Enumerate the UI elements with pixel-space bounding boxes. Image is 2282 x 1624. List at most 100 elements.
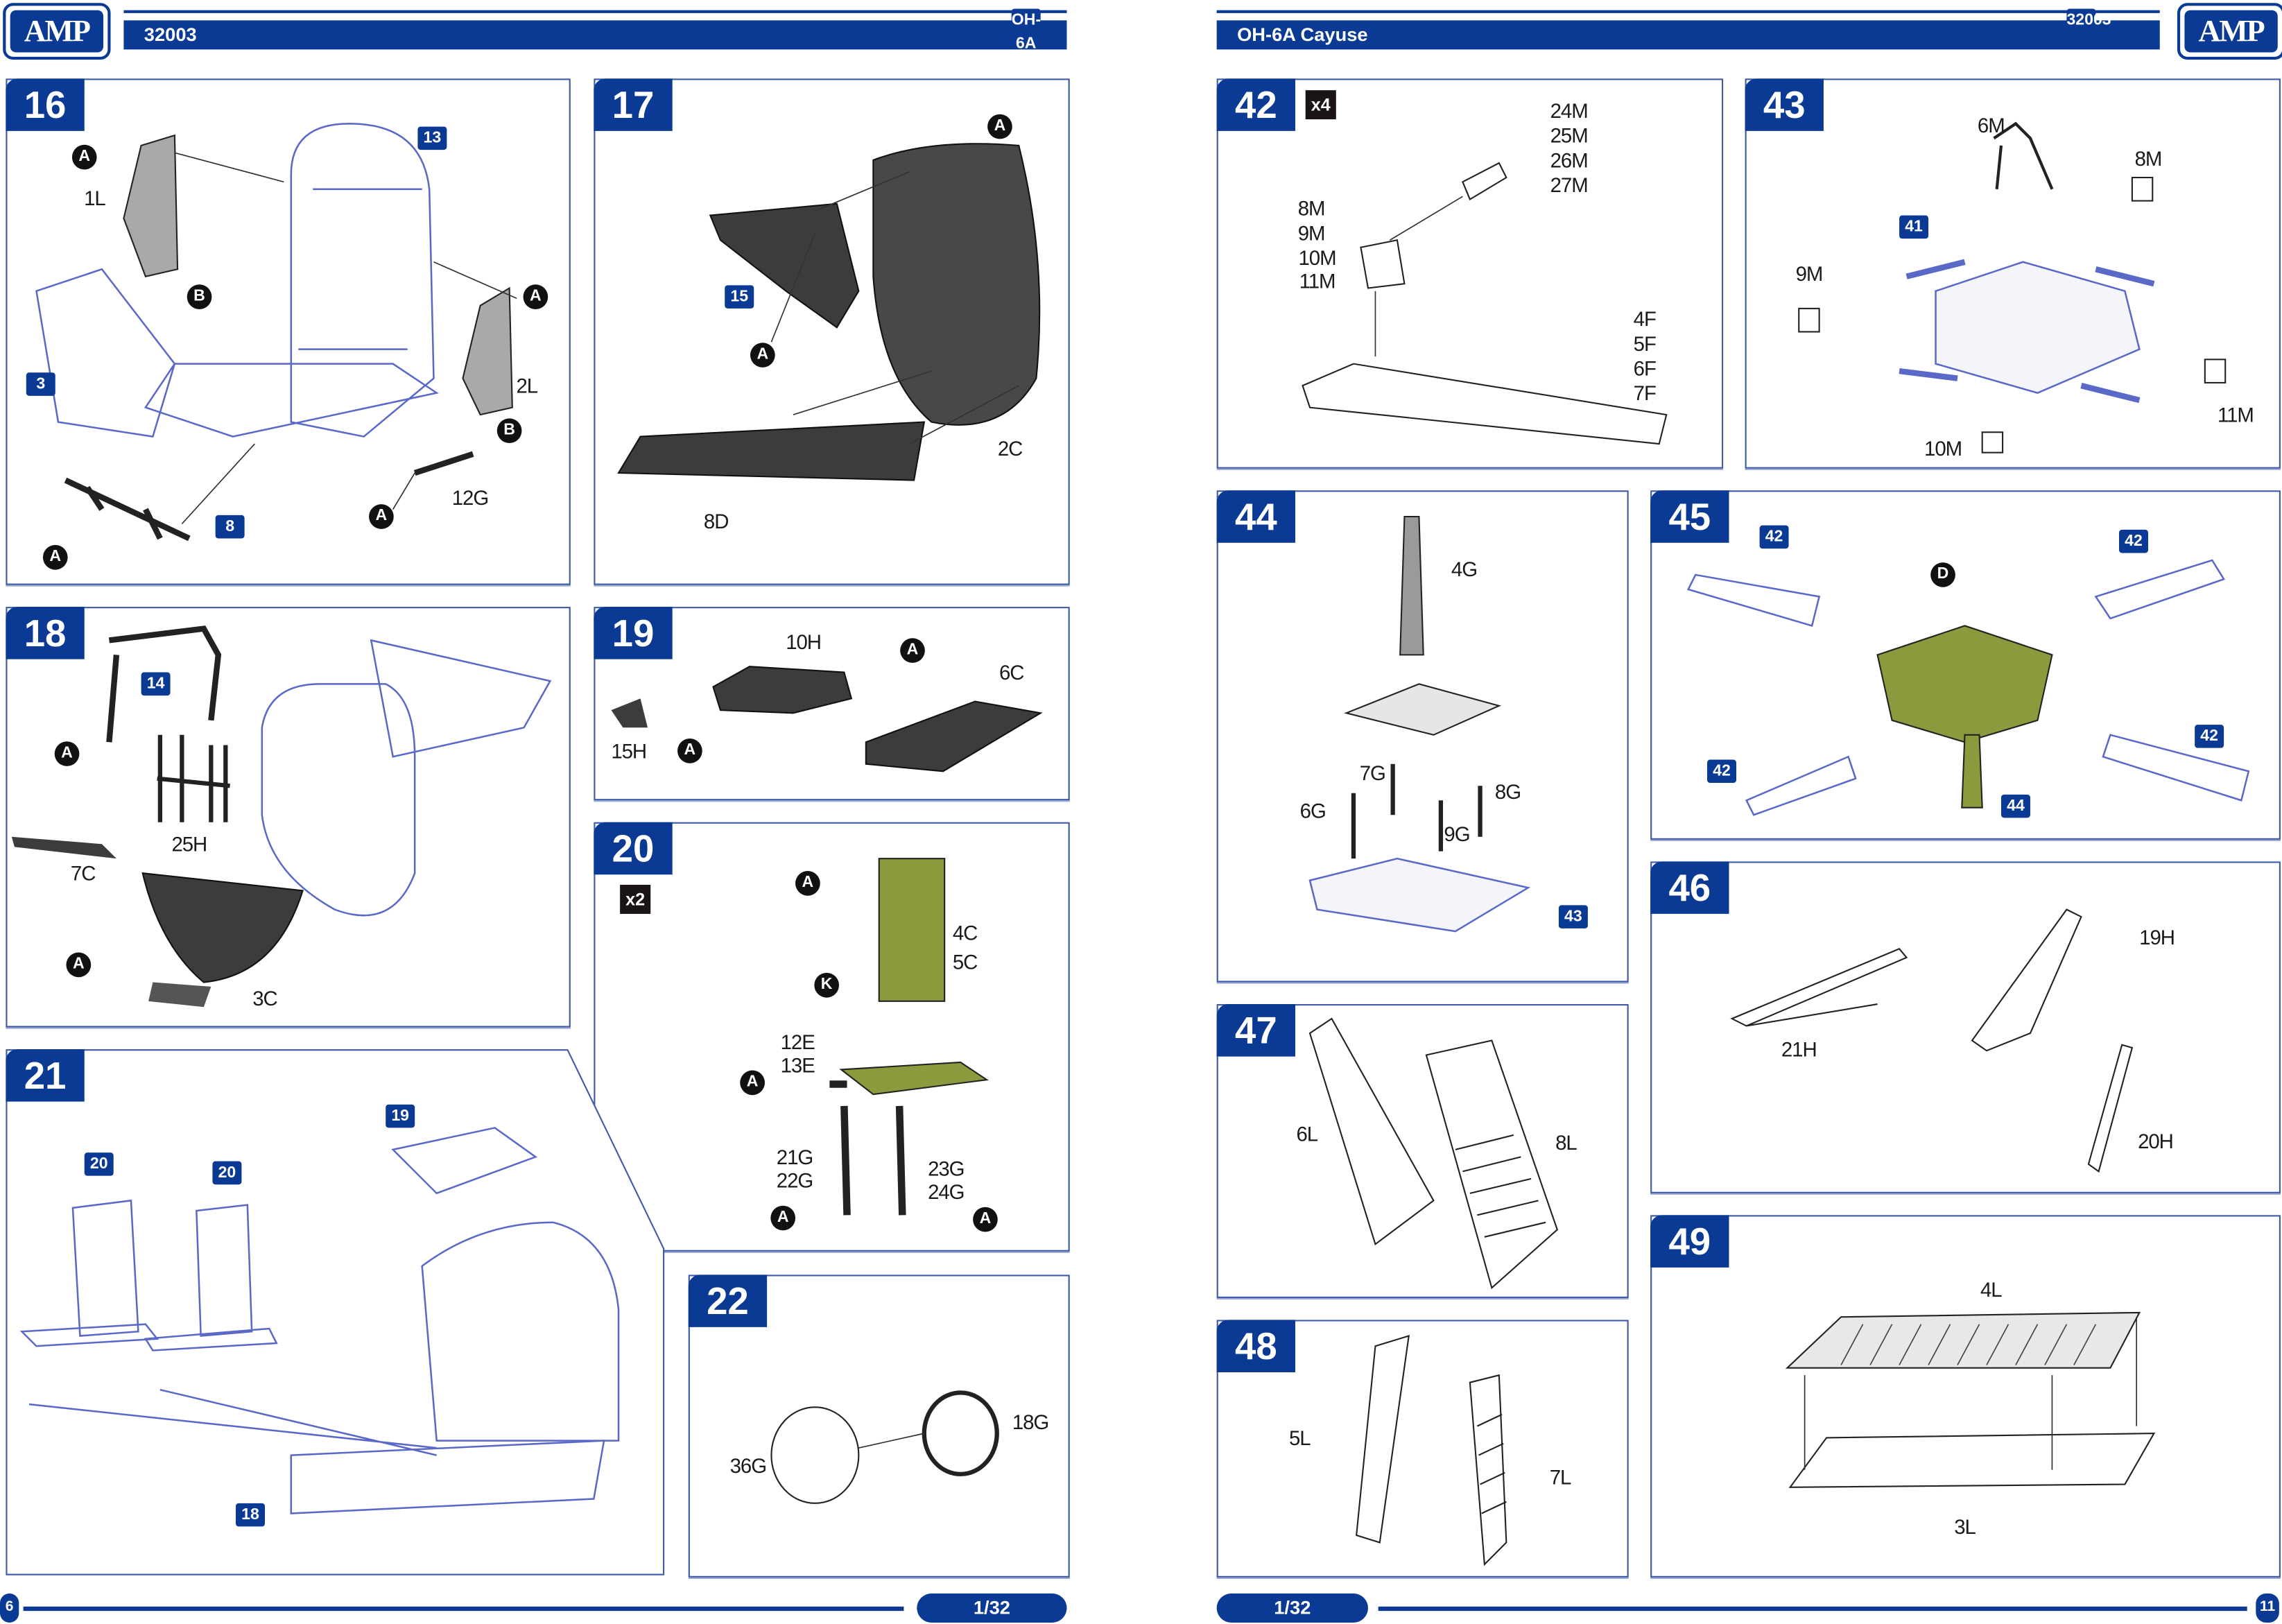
header-bar-left: 32003 OH-6A Cayuse: [123, 8, 1069, 76]
part-label: 7G: [1359, 761, 1386, 785]
part-label: 4L: [1980, 1277, 2003, 1302]
amp-logo-left: AMP: [3, 3, 111, 60]
part-label: 20H: [2138, 1129, 2174, 1153]
callout-K: K: [814, 972, 840, 998]
callout-A: A: [523, 284, 548, 309]
part-label: 23G: [928, 1157, 965, 1180]
part-label: 6G: [1299, 799, 1326, 822]
step-number: 20: [594, 822, 673, 875]
step-ref-badge: 42: [1707, 759, 1736, 784]
callout-A: A: [987, 114, 1012, 139]
scale-badge-left: 1/32: [917, 1593, 1067, 1623]
callout-A: A: [54, 741, 80, 766]
part-label: 9M: [1297, 221, 1326, 245]
step-number: 19: [594, 607, 673, 659]
part-label: 18G: [1012, 1410, 1049, 1434]
callout-B: B: [496, 418, 522, 444]
footer-rule: [1378, 1606, 2247, 1612]
step-number: 49: [1650, 1215, 1729, 1268]
part-label: 6L: [1296, 1122, 1319, 1146]
step-panel: [594, 78, 1070, 585]
step-panel: [1650, 490, 2281, 840]
part-label: 25M: [1550, 123, 1589, 147]
step-number: 42: [1216, 78, 1296, 131]
callout-A: A: [369, 504, 394, 529]
header-rule: [123, 10, 1067, 13]
step-ref-badge: 42: [1759, 525, 1789, 549]
callout-A: A: [770, 1205, 796, 1231]
part-label: 6M: [1977, 113, 2005, 137]
part-label: 26M: [1550, 148, 1589, 172]
step-ref-badge: 8: [215, 515, 245, 539]
part-label: 3C: [252, 986, 278, 1010]
part-label: 12G: [451, 485, 489, 510]
scale-badge-right: 1/32: [1216, 1593, 1368, 1623]
callout-A: A: [740, 1070, 765, 1096]
step-ref-badge: 44: [2000, 794, 2030, 818]
step-ref-badge: 20: [212, 1161, 242, 1185]
step-number: 43: [1745, 78, 1824, 131]
step-number: 16: [6, 78, 85, 131]
step-ref-badge: 41: [1899, 215, 1929, 239]
part-label: 5L: [1289, 1426, 1311, 1450]
callout-A: A: [677, 738, 702, 763]
part-label: 8G: [1494, 779, 1521, 804]
part-label: 7C: [70, 861, 96, 885]
part-label: 15H: [611, 739, 647, 763]
step-number: 47: [1216, 1004, 1296, 1057]
amp-logo-right: AMP: [2177, 3, 2282, 60]
step-ref-badge: 13: [417, 126, 447, 150]
callout-B: B: [187, 284, 212, 309]
step-ref-badge: 42: [2195, 725, 2224, 748]
step-number: 45: [1650, 490, 1729, 543]
header-bar-right: OH-6A Cayuse 32003: [1216, 8, 2160, 50]
part-label: 24G: [928, 1180, 965, 1204]
step-number: 22: [688, 1275, 768, 1327]
part-label: 12E: [780, 1030, 815, 1054]
part-label: 9G: [1444, 822, 1470, 846]
part-label: 7L: [1549, 1465, 1572, 1489]
step-number: 48: [1216, 1320, 1296, 1372]
step-ref-badge: 18: [236, 1503, 265, 1527]
part-label: 7F: [1633, 381, 1657, 405]
part-label: 4C: [952, 921, 978, 944]
part-label: 8M: [1297, 196, 1326, 220]
part-label: 19H: [2139, 925, 2175, 949]
part-label: 9M: [1795, 261, 1824, 286]
part-label: 10M: [1924, 436, 1962, 460]
step-number: 46: [1650, 861, 1729, 914]
step-ref-badge: 15: [725, 285, 754, 309]
part-label: 10M: [1298, 245, 1336, 270]
part-label: 1L: [84, 186, 106, 210]
logo-text: AMP: [2184, 10, 2278, 53]
part-label: 8M: [2134, 146, 2163, 171]
part-label: 21H: [1781, 1037, 1817, 1061]
step-number: 21: [6, 1049, 85, 1102]
quantity-badge: x2: [620, 884, 651, 914]
kit-title: OH-6A Cayuse: [1011, 8, 1069, 76]
part-label: 4F: [1633, 306, 1657, 331]
part-label: 24M: [1550, 98, 1589, 123]
kit-code: 32003: [2066, 8, 2111, 33]
part-label: 5F: [1633, 331, 1657, 356]
quantity-badge: x4: [1305, 90, 1336, 120]
part-label: 25H: [171, 832, 207, 856]
step-ref-badge: 42: [2118, 529, 2148, 553]
part-label: 36G: [729, 1453, 767, 1478]
kit-title: OH-6A Cayuse: [1237, 23, 1368, 46]
header-rule: [1216, 10, 2160, 13]
callout-A: A: [900, 638, 925, 663]
part-label: 8D: [703, 509, 729, 533]
step-number: 18: [6, 607, 85, 659]
part-label: 11M: [2217, 403, 2254, 426]
callout-A: A: [973, 1207, 998, 1232]
part-label: 8L: [1555, 1130, 1577, 1155]
step-panel: [1216, 78, 1724, 469]
part-label: 22G: [776, 1168, 813, 1192]
part-label: 10H: [786, 630, 822, 654]
part-label: 2C: [997, 436, 1023, 460]
page-number-left: 6: [0, 1593, 19, 1623]
part-label: 11M: [1299, 269, 1336, 293]
footer-rule: [23, 1606, 904, 1612]
